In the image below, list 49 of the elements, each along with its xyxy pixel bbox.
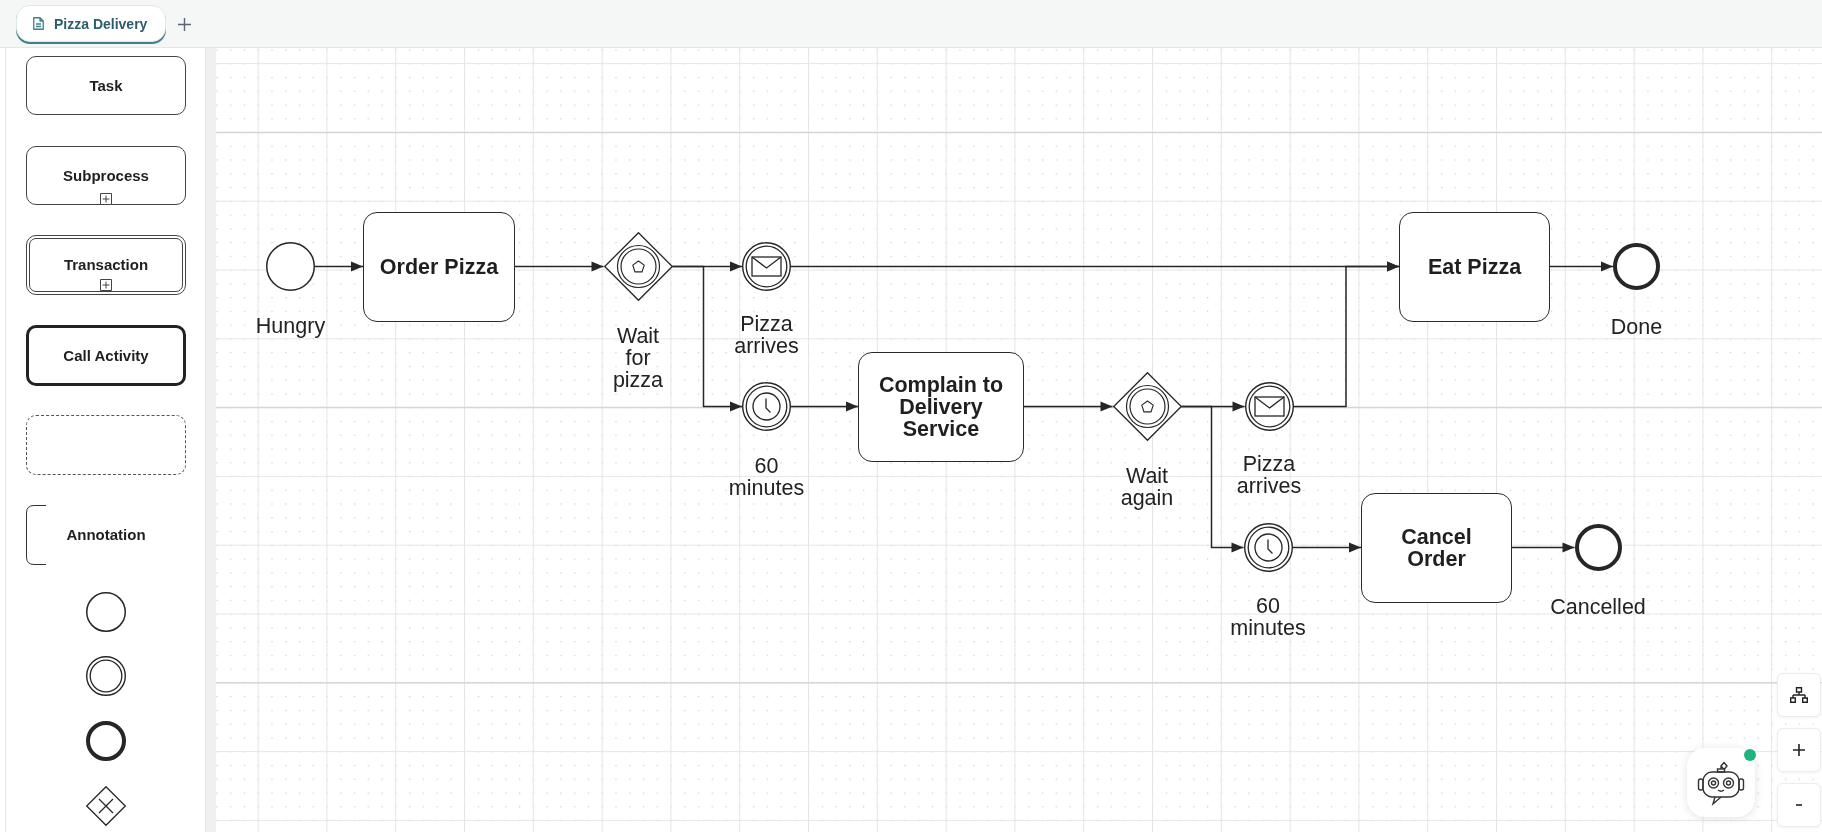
event-label: Done: [1609, 316, 1664, 338]
sequence-flow-arrow: [671, 265, 743, 412]
message-event-circle: [1244, 382, 1294, 431]
task-label: Order Pizza: [379, 255, 499, 278]
message-event-circle: [742, 242, 791, 291]
group-tool-box: [26, 415, 186, 475]
sequence-flow-arrow: [790, 401, 859, 412]
sequence-flow-arrow: [314, 261, 364, 272]
event-label: Pizza arrives: [1235, 453, 1303, 497]
gateway-label: Wait again: [1119, 465, 1175, 509]
sequence-flow-arrow: [514, 261, 605, 272]
sequence-flow-arrow: [1511, 542, 1576, 553]
start-event-circle: [266, 242, 315, 291]
sequence-flow-arrow: [1023, 401, 1114, 412]
tool-label: Call Activity: [63, 346, 149, 365]
gateway-label: Wait for pizza: [611, 325, 665, 391]
event-label: Cancelled: [1549, 596, 1647, 618]
transaction-tool-box: [26, 235, 186, 295]
start-event-tool-circle: [86, 592, 126, 632]
call-activity-tool-box: [26, 325, 186, 386]
file-tab: Pizza Delivery: [16, 5, 167, 42]
timer-event-circle: [1243, 523, 1293, 572]
event-label: Pizza arrives: [733, 313, 800, 357]
event-label: 60 minutes: [727, 455, 806, 499]
sequence-flow-arrow: [1549, 261, 1614, 272]
task-box: [1361, 492, 1512, 603]
tool-label: Task: [89, 76, 123, 95]
tool-label: Transaction: [63, 256, 149, 274]
gateway-tool-diamond: [86, 786, 126, 826]
intermediate-event-tool-circle: [86, 656, 126, 696]
event-label: Hungry: [254, 315, 327, 337]
gateway-diamond: [603, 232, 673, 301]
sequence-flow-arrow: [1180, 405, 1245, 553]
event-label: 60 minutes: [1229, 595, 1307, 639]
task-label: Eat Pizza: [1427, 255, 1522, 278]
tool-label: Subprocess: [63, 166, 149, 185]
task-tool-box: [26, 56, 186, 115]
task-box: [1399, 211, 1550, 322]
timer-event-circle: [742, 382, 791, 431]
sequence-flow-arrow: [1291, 542, 1362, 553]
task-label: Complain to Delivery Service: [877, 373, 1005, 440]
subprocess-tool-box: [26, 146, 186, 205]
task-box: [363, 211, 515, 322]
task-box: [858, 351, 1024, 462]
sequence-flow-arrow: [1292, 261, 1400, 408]
gateway-diamond: [1112, 372, 1182, 441]
tool-label: Annotation: [66, 526, 146, 544]
task-label: Cancel Order: [1400, 525, 1473, 570]
end-event-tool-circle: [86, 721, 126, 761]
